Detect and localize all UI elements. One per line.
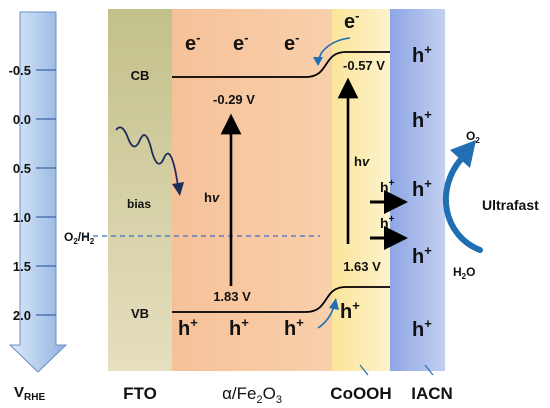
hv-label-cooooh: hv (354, 154, 370, 169)
electron: e- (233, 30, 248, 55)
hole: h+ (412, 316, 432, 341)
ultrafast-label: Ultrafast (482, 197, 539, 213)
bias-label: bias (127, 197, 151, 211)
hole: h+ (178, 315, 198, 340)
iacn-holes: h+ h+ h+ h+ h+ (412, 42, 432, 341)
o2-product-label: O2 (466, 129, 480, 145)
fto-layer (108, 9, 172, 371)
bias-wave-arrow (115, 126, 179, 187)
axis-tick-label: 1.0 (13, 210, 31, 225)
electron-transfer-arrow (317, 37, 351, 61)
cooooh-hole: h+ (340, 298, 360, 323)
fto-label: FTO (123, 384, 157, 403)
migrating-hole: h+ (380, 178, 395, 195)
iacn-pointer-arrow (424, 364, 434, 376)
hole: h+ (412, 243, 432, 268)
cb-label: CB (131, 68, 150, 83)
hole: h+ (284, 315, 304, 340)
axis-tick-label: 1.5 (13, 259, 31, 274)
cooooh-electron: e- (344, 8, 359, 33)
potential-axis: -0.5 0.0 0.5 1.0 1.5 2.0 VRHE (8, 11, 68, 403)
fe2o3-cb-value: -0.29 V (213, 92, 255, 107)
axis-title: VRHE (14, 384, 45, 403)
water-oxidation-arrowhead (450, 140, 476, 168)
hole: h+ (229, 315, 249, 340)
fe2o3-label: α/Fe2O3 (222, 384, 282, 406)
valence-band-line (172, 286, 390, 313)
hole: h+ (412, 107, 432, 132)
cooooh-pointer-arrow (359, 364, 369, 376)
axis-arrow-shape (8, 11, 68, 373)
fe2o3-vb-value: 1.83 V (213, 289, 251, 304)
cooooh-vb-value: 1.63 V (343, 259, 381, 274)
cooooh-label: CoOOH (330, 384, 391, 403)
cooooh-cb-value: -0.57 V (343, 58, 385, 73)
axis-tick-marks (36, 69, 56, 316)
fe2o3-holes: h+ h+ h+ (178, 315, 304, 340)
fe2o3-layer (172, 9, 332, 371)
water-oxidation-arrow (442, 155, 483, 253)
axis-tick-label: 2.0 (13, 308, 31, 323)
bias-wave-arrowhead (172, 182, 184, 196)
axis-tick-label: 0.0 (13, 112, 31, 127)
band-lines (172, 51, 390, 313)
hv-label-fe2o3: hv (204, 190, 220, 205)
electron-transfer-arrowhead (313, 57, 323, 66)
electron: e- (185, 30, 200, 55)
cooooh-layer (332, 9, 390, 371)
axis-tick-label: -0.5 (9, 63, 31, 78)
fe2o3-electrons: e- e- e- (185, 30, 299, 55)
iacn-label: IACN (411, 384, 453, 403)
axis-tick-label: 0.5 (13, 161, 31, 176)
hole: h+ (412, 176, 432, 201)
h2o-reactant-label: H2O (453, 265, 475, 281)
electron: e- (284, 30, 299, 55)
migrating-hole: h+ (380, 214, 395, 231)
conduction-band-line (172, 51, 390, 78)
vb-label: VB (131, 306, 149, 321)
redox-level-label: O2/H2 (64, 230, 95, 246)
hole: h+ (412, 42, 432, 67)
hole-transfer-arrowhead (329, 298, 339, 310)
